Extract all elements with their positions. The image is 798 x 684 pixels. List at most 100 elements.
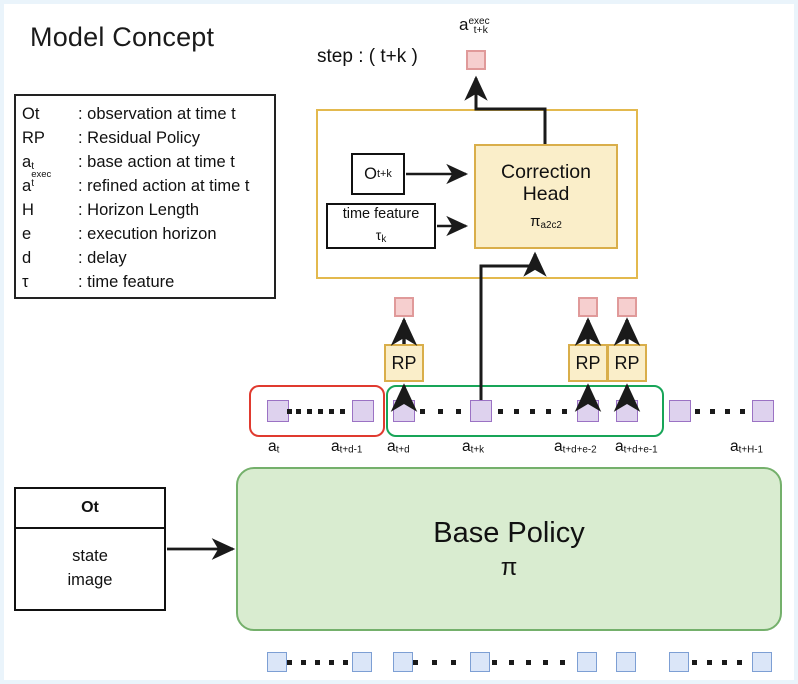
ellipsis-dot bbox=[737, 660, 742, 665]
correction-head-title-line2: Head bbox=[522, 183, 570, 206]
base-policy-output-square bbox=[470, 652, 490, 672]
legend-row: τ : time feature bbox=[22, 270, 274, 294]
action-label: at+d bbox=[387, 438, 410, 456]
ellipsis-dot bbox=[543, 660, 548, 665]
label-superscript: exec bbox=[468, 16, 490, 27]
ellipsis-dot bbox=[546, 409, 551, 414]
ellipsis-dot bbox=[318, 409, 323, 414]
base-action-square bbox=[577, 400, 599, 422]
ellipsis-dot bbox=[526, 660, 531, 665]
observation-label: O bbox=[364, 164, 378, 183]
ellipsis-dot bbox=[530, 409, 535, 414]
ellipsis-dot bbox=[329, 660, 334, 665]
ellipsis-dot bbox=[451, 660, 456, 665]
ellipsis-dot bbox=[509, 660, 514, 665]
refined-action-square bbox=[617, 297, 637, 317]
legend-definition: : time feature bbox=[78, 273, 175, 291]
legend-row: e : execution horizon bbox=[22, 222, 274, 246]
ellipsis-dot bbox=[296, 409, 301, 414]
base-action-square bbox=[616, 400, 638, 422]
legend-symbol: d bbox=[22, 249, 32, 267]
legend-definition: : delay bbox=[78, 249, 127, 267]
action-label: at bbox=[268, 438, 280, 456]
base-action-square bbox=[267, 400, 289, 422]
page-title: Model Concept bbox=[30, 22, 215, 52]
ellipsis-dot bbox=[413, 660, 418, 665]
ellipsis-dot bbox=[287, 409, 292, 414]
observation-input-body: state image bbox=[16, 529, 164, 609]
legend-definition: : Residual Policy bbox=[78, 129, 200, 147]
action-label: at+d-1 bbox=[331, 438, 363, 456]
step-label: step : ( t+k ) bbox=[317, 46, 418, 67]
diagram-canvas: Model Concept Ot : observation at time t… bbox=[4, 4, 794, 680]
ellipsis-dot bbox=[710, 409, 715, 414]
ellipsis-dot bbox=[707, 660, 712, 665]
base-policy-title: Base Policy bbox=[433, 516, 585, 549]
base-action-square bbox=[470, 400, 492, 422]
base-action-square bbox=[393, 400, 415, 422]
ellipsis-dot bbox=[343, 660, 348, 665]
time-feature-box: time feature τk bbox=[326, 203, 436, 249]
legend-definition: : refined action at time t bbox=[78, 177, 250, 195]
action-label: at+d+e-1 bbox=[615, 438, 658, 456]
legend-box: Ot : observation at time t RP : Residual… bbox=[14, 94, 276, 299]
base-action-square bbox=[752, 400, 774, 422]
ellipsis-dot bbox=[307, 409, 312, 414]
base-policy-output-square bbox=[267, 652, 287, 672]
legend-row: Ot : observation at time t bbox=[22, 102, 274, 126]
observation-input-header: Ot bbox=[16, 489, 164, 529]
legend-symbol: Ot bbox=[22, 105, 40, 123]
ellipsis-dot bbox=[562, 409, 567, 414]
legend-row: d : delay bbox=[22, 246, 274, 270]
ellipsis-dot bbox=[722, 660, 727, 665]
observation-input-line2: image bbox=[67, 571, 113, 589]
correction-head-title-line1: Correction bbox=[501, 161, 591, 184]
refined-action-output-square bbox=[466, 50, 486, 70]
ellipsis-dot bbox=[498, 409, 503, 414]
observation-input-box: Ot state image bbox=[14, 487, 166, 611]
observation-subscript: t+k bbox=[377, 168, 392, 180]
residual-policy-box: RP bbox=[607, 344, 647, 382]
action-label: at+H-1 bbox=[730, 438, 764, 456]
ellipsis-dot bbox=[432, 660, 437, 665]
ellipsis-dot bbox=[695, 409, 700, 414]
legend-definition: : base action at time t bbox=[78, 153, 235, 171]
label-base: a bbox=[459, 15, 469, 34]
legend-symbol: e bbox=[22, 225, 32, 243]
observation-input-line1: state bbox=[72, 547, 108, 566]
base-action-square bbox=[352, 400, 374, 422]
refined-action-square bbox=[394, 297, 414, 317]
legend-row: RP : Residual Policy bbox=[22, 126, 274, 150]
legend-symbol: τ bbox=[22, 273, 29, 291]
ellipsis-dot bbox=[456, 409, 461, 414]
base-policy-output-square bbox=[616, 652, 636, 672]
residual-policy-box: RP bbox=[384, 344, 424, 382]
ellipsis-dot bbox=[301, 660, 306, 665]
time-feature-symbol: τk bbox=[375, 226, 387, 245]
ellipsis-dot bbox=[492, 660, 497, 665]
legend-symbol: at bbox=[22, 153, 35, 172]
action-label: at+d+e-2 bbox=[554, 438, 597, 456]
legend-symbol: RP bbox=[22, 129, 45, 147]
refined-action-output-label: aexect+k bbox=[459, 15, 504, 36]
delay-group-box bbox=[249, 385, 385, 437]
correction-head-policy-symbol: πa2c2 bbox=[530, 212, 562, 231]
base-policy-symbol: π bbox=[500, 553, 518, 581]
ellipsis-dot bbox=[329, 409, 334, 414]
refined-action-square bbox=[578, 297, 598, 317]
base-policy-output-square bbox=[393, 652, 413, 672]
ellipsis-dot bbox=[420, 409, 425, 414]
action-label: at+k bbox=[462, 438, 485, 456]
ellipsis-dot bbox=[287, 660, 292, 665]
ellipsis-dot bbox=[438, 409, 443, 414]
legend-symbol: H bbox=[22, 201, 34, 219]
base-policy-box: Base Policy π bbox=[236, 467, 782, 631]
ellipsis-dot bbox=[725, 409, 730, 414]
base-policy-output-square bbox=[577, 652, 597, 672]
label-subscript: t+k bbox=[473, 24, 488, 36]
ellipsis-dot bbox=[560, 660, 565, 665]
legend-row: at : base action at time t bbox=[22, 150, 274, 174]
